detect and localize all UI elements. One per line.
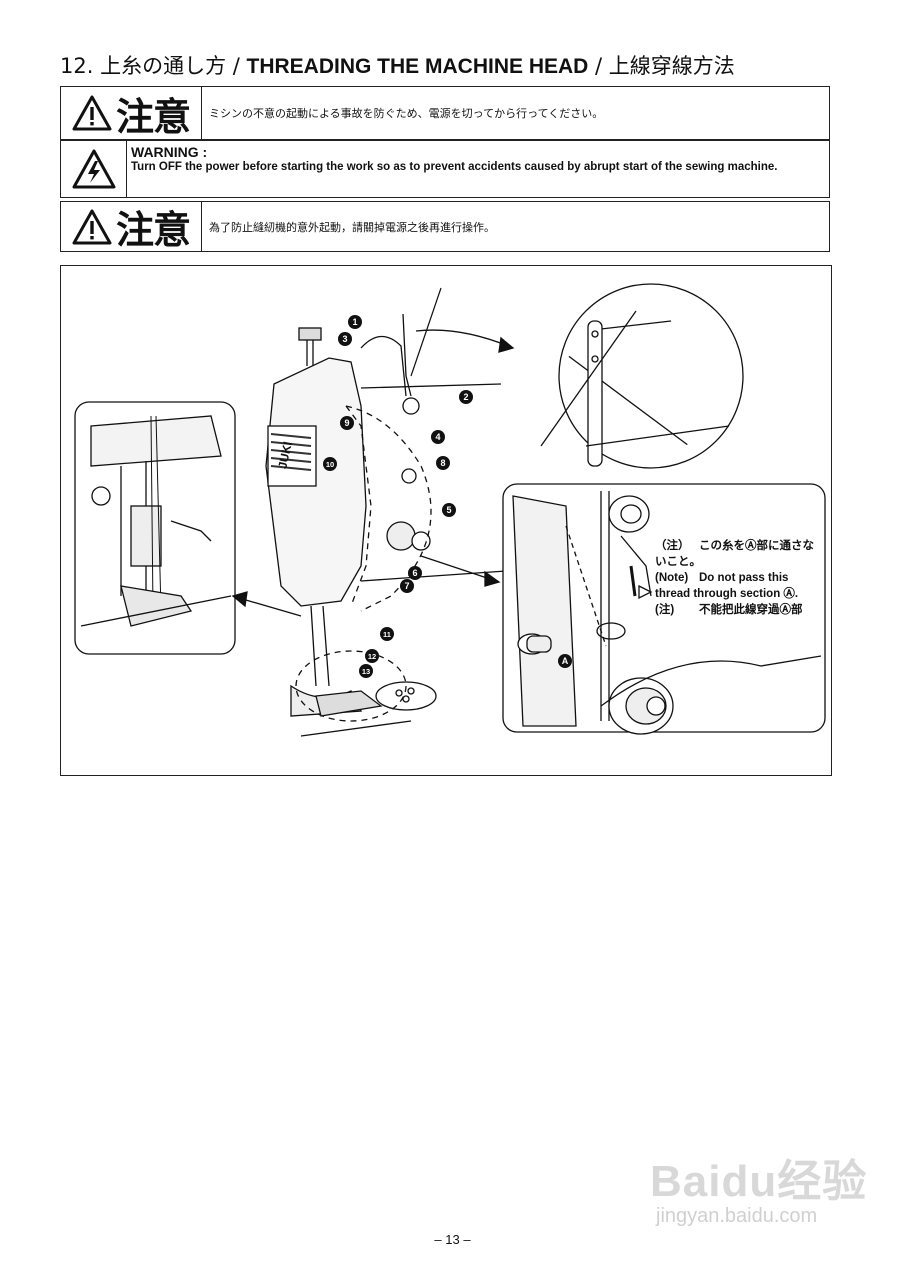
svg-text:12: 12 xyxy=(368,652,376,661)
callout-6: 6 xyxy=(408,566,422,580)
watermark-url: jingyan.baidu.com xyxy=(656,1205,818,1227)
svg-text:2: 2 xyxy=(463,392,468,402)
threading-illustration: 1 2 3 4 5 6 7 8 9 10 11 12 13 A JUKI xyxy=(74,283,826,737)
note-en-text: Do not pass this thread through section … xyxy=(655,572,799,600)
callout-5: 5 xyxy=(442,503,456,517)
svg-text:6: 6 xyxy=(412,568,417,578)
title-en: THREADING THE MACHINE HEAD xyxy=(246,55,589,78)
callout-10: 10 xyxy=(323,457,337,471)
warning-text: Turn OFF the power before starting the w… xyxy=(131,161,778,173)
thread-guide-inset xyxy=(558,283,744,469)
note-jp-text: この糸をⒶ部に通さないこと。 xyxy=(655,540,814,568)
svg-text:5: 5 xyxy=(446,505,451,515)
warning-triangle-icon xyxy=(72,95,112,131)
callout-11: 11 xyxy=(380,627,394,641)
watermark: Baidu经验 jingyan.baidu.com xyxy=(630,1135,900,1255)
warning-triangle-icon xyxy=(72,209,112,244)
svg-text:9: 9 xyxy=(344,418,349,428)
svg-text:10: 10 xyxy=(326,460,334,469)
svg-text:11: 11 xyxy=(383,630,391,639)
title-jp: 12. 上糸の通し方 xyxy=(60,54,227,78)
title-separator: / xyxy=(588,54,609,78)
svg-text:A: A xyxy=(562,656,569,666)
page-number: – 13 – xyxy=(434,1232,471,1247)
callout-1: 1 xyxy=(348,315,362,329)
title-separator: / xyxy=(226,54,247,78)
brand-label: JUKI xyxy=(275,440,294,470)
note-zh-text: 不能把此線穿過Ⓐ部 xyxy=(699,604,803,616)
caution-label: 注意 xyxy=(115,94,191,139)
svg-text:3: 3 xyxy=(342,334,347,344)
section-a-marker: A xyxy=(558,654,572,668)
svg-text:13: 13 xyxy=(362,667,370,676)
svg-text:7: 7 xyxy=(404,581,409,591)
callout-2: 2 xyxy=(459,390,473,404)
electric-shock-warning-icon xyxy=(72,149,115,189)
caution-box-zh: 注意 為了防止縫紉機的意外起動，請關掉電源之後再進行操作。 xyxy=(60,201,830,252)
note-zh-tag: (注) xyxy=(655,604,675,616)
watermark-brand: Baidu经验 xyxy=(650,1157,868,1206)
caution-label: 注意 xyxy=(115,208,191,252)
warning-text-block: WARNING : Turn OFF the power before star… xyxy=(131,141,823,197)
note-en: (Note)Do not pass this thread through se… xyxy=(655,570,823,602)
caution-text: ミシンの不意の起動による事故を防ぐため、電源を切ってから行ってください。 xyxy=(209,107,604,120)
callout-9: 9 xyxy=(340,416,354,430)
note-en-tag: (Note) xyxy=(655,572,689,584)
callout-7: 7 xyxy=(400,579,414,593)
warning-icon-cell xyxy=(61,141,127,197)
caution-label-cell: 注意 xyxy=(61,87,202,139)
note-jp: （注）この糸をⒶ部に通さないこと。 xyxy=(655,538,823,570)
page-title: 12. 上糸の通し方 / THREADING THE MACHINE HEAD … xyxy=(60,50,860,80)
callout-4: 4 xyxy=(431,430,445,444)
caution-text: 為了防止縫紉機的意外起動，請關掉電源之後再進行操作。 xyxy=(209,220,495,234)
svg-text:4: 4 xyxy=(435,432,440,442)
callout-12: 12 xyxy=(365,649,379,663)
warning-heading: WARNING : xyxy=(131,144,208,160)
threading-figure: 1 2 3 4 5 6 7 8 9 10 11 12 13 A JUKI （注）… xyxy=(60,265,832,776)
callout-13: 13 xyxy=(359,664,373,678)
caution-label-cell: 注意 xyxy=(61,202,202,252)
callout-8: 8 xyxy=(436,456,450,470)
title-zh: 上線穿線方法 xyxy=(608,54,735,78)
note-jp-tag: （注） xyxy=(655,540,690,552)
caution-box-jp: 注意 ミシンの不意の起動による事故を防ぐため、電源を切ってから行ってください。 xyxy=(60,86,830,140)
threading-note: （注）この糸をⒶ部に通さないこと。 (Note)Do not pass this… xyxy=(655,538,823,618)
warning-box-en: WARNING : Turn OFF the power before star… xyxy=(60,140,830,198)
svg-text:8: 8 xyxy=(440,458,445,468)
note-zh: (注) 不能把此線穿過Ⓐ部 xyxy=(655,602,823,618)
needle-area-inset xyxy=(74,401,236,655)
callout-3: 3 xyxy=(338,332,352,346)
svg-text:1: 1 xyxy=(352,317,357,327)
